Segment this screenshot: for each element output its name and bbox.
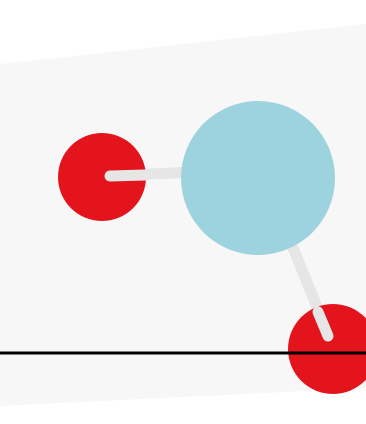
oxygen-atom-bottom-right xyxy=(288,304,366,394)
bond-stub-bottom-right xyxy=(312,306,334,342)
bond-stub-left xyxy=(104,169,152,182)
central-atom xyxy=(181,101,335,255)
oxygen-atom-left xyxy=(58,133,146,221)
